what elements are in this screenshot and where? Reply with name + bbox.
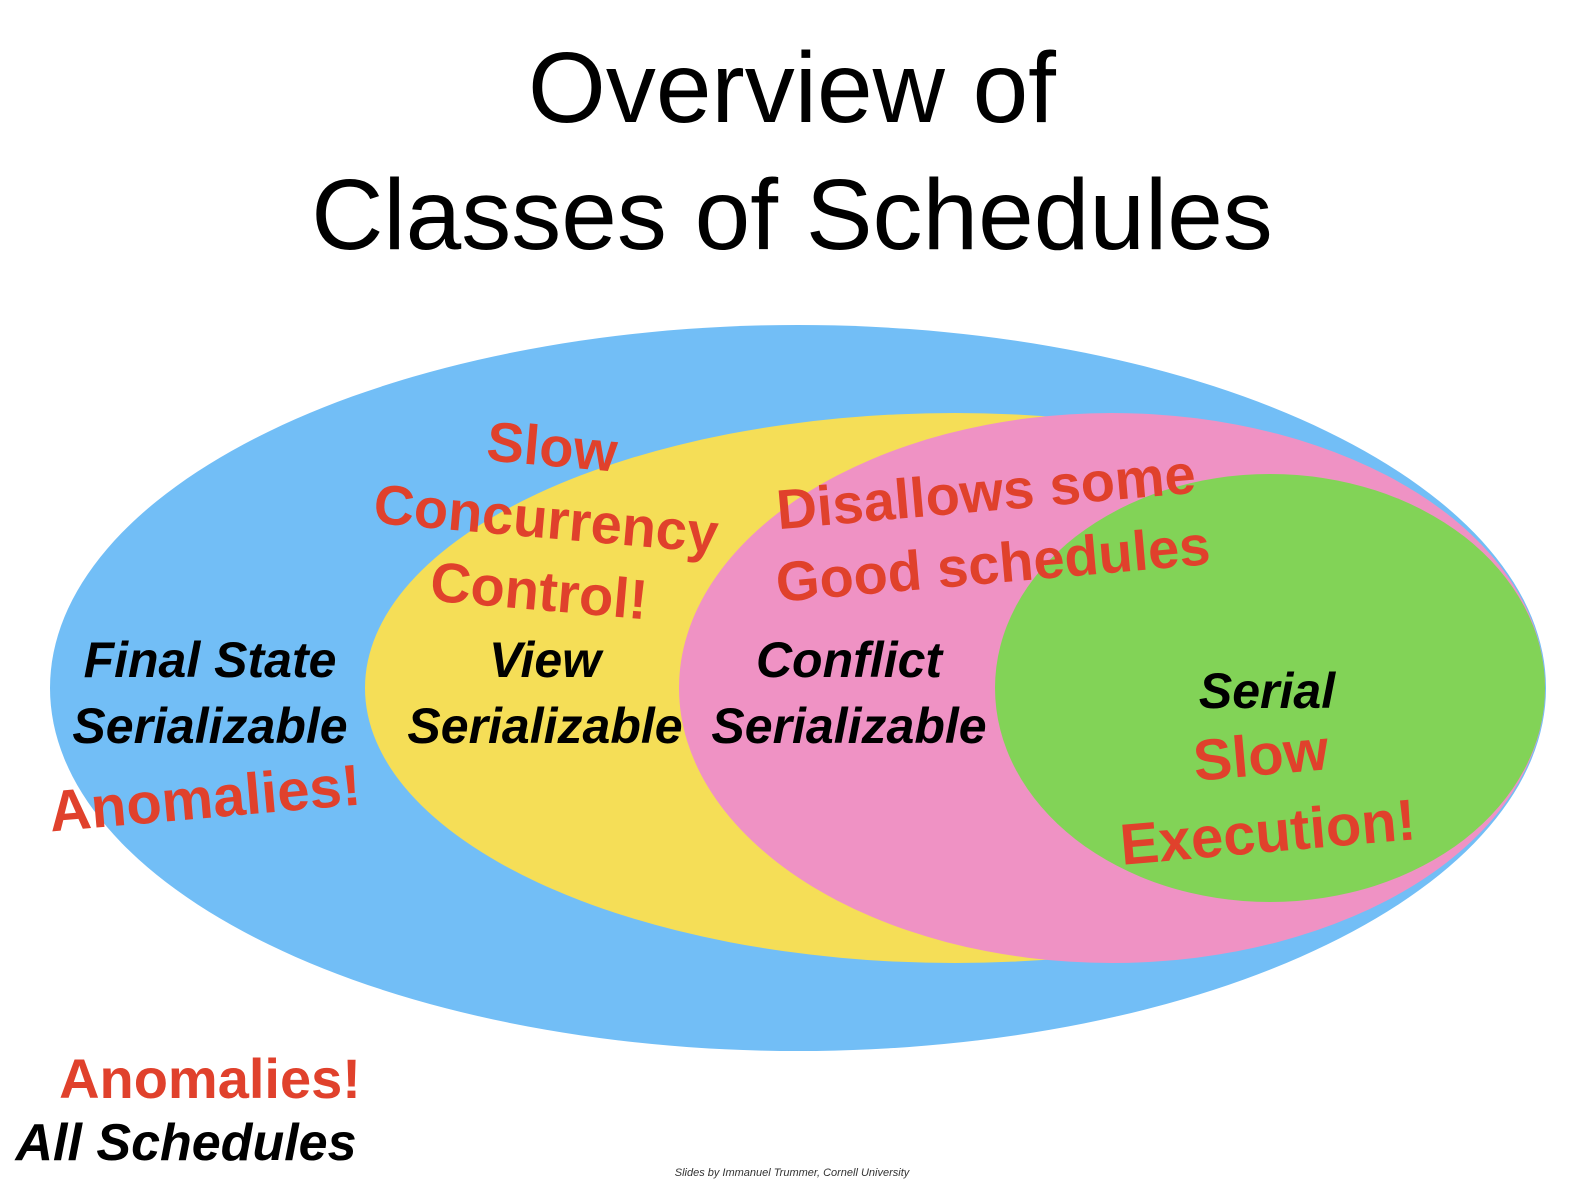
all-schedules-label: All Schedules	[14, 1114, 357, 1172]
final-state-label-line-2: Serializable	[72, 698, 347, 754]
view-label-line-1: View	[489, 632, 604, 688]
serial-note-line-1: Slow	[1191, 717, 1332, 794]
slide-title-line-1: Overview of	[528, 32, 1056, 144]
view-label-line-2: Serializable	[407, 698, 682, 754]
conflict-label-line-1: Conflict	[756, 632, 944, 688]
final-state-label-line-1: Final State	[84, 632, 337, 688]
slide-title-line-2: Classes of Schedules	[311, 159, 1273, 271]
all-schedules-anomalies-note: Anomalies!	[59, 1047, 361, 1110]
serial-region	[995, 474, 1545, 902]
view-note-line-1: Slow	[484, 409, 620, 483]
serial-label: Serial	[1199, 663, 1336, 719]
conflict-label-line-2: Serializable	[711, 698, 986, 754]
slide-footer-credit: Slides by Immanuel Trummer, Cornell Univ…	[674, 1167, 910, 1179]
